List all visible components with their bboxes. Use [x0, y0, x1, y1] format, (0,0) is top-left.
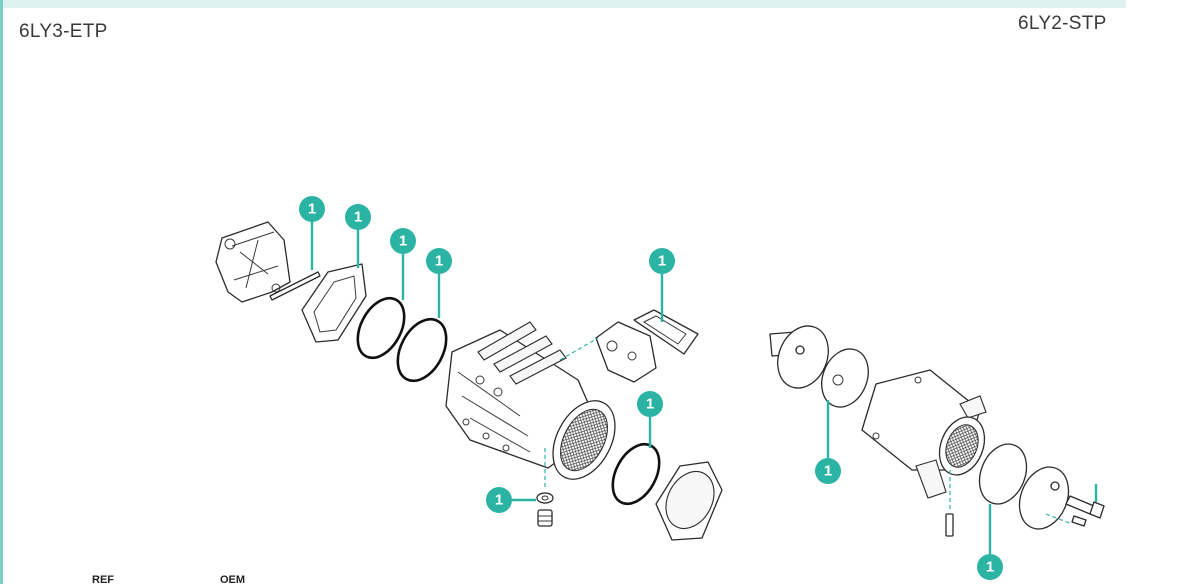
cover-bolt: [1065, 495, 1105, 519]
end-plate-pipe: [769, 325, 829, 389]
tube-stack-end: [552, 400, 616, 480]
end-gasket-disc: [821, 348, 869, 408]
footer-oem-label: OEM: [220, 574, 246, 586]
top-band: [0, 0, 1126, 8]
svg-text:1: 1: [986, 559, 994, 576]
callout-end-gasket-disc[interactable]: 1: [815, 400, 841, 484]
svg-text:1: 1: [646, 396, 654, 413]
svg-text:1: 1: [658, 253, 666, 270]
callout-gasket-strip[interactable]: 1: [299, 196, 325, 270]
end-cover-right: [1018, 466, 1070, 530]
callout-cover-gasket[interactable]: 1: [345, 204, 371, 268]
drain-plug: [537, 509, 553, 527]
svg-text:1: 1: [308, 201, 316, 218]
flange-gasket: [633, 309, 699, 355]
elbow-fitting: [595, 321, 657, 383]
callout-flange-gasket[interactable]: 1: [649, 248, 675, 322]
svg-text:1: 1: [435, 253, 443, 270]
tube-gasket-disc: [978, 443, 1028, 505]
svg-text:1: 1: [495, 492, 503, 509]
callout-tube-gasket-disc[interactable]: 1: [977, 504, 1003, 580]
o-ring-1: [356, 296, 406, 360]
callout-o-ring-2[interactable]: 1: [426, 248, 452, 318]
end-cap-dome: [655, 461, 723, 541]
tube-plate: [938, 416, 986, 476]
svg-text:1: 1: [824, 463, 832, 480]
svg-text:1: 1: [354, 209, 362, 226]
model-label-6ly3-etp: 6LY3-ETP: [19, 21, 108, 42]
footer-ref-label: REF: [92, 574, 114, 586]
callout-drain-washer[interactable]: 1: [486, 487, 536, 513]
drain-washer: [536, 492, 554, 504]
small-screw: [1071, 515, 1087, 527]
callout-o-ring-3[interactable]: 1: [637, 391, 663, 448]
drain-pin: [945, 513, 954, 537]
end-cover-left: [215, 221, 291, 303]
left-border: [0, 0, 3, 584]
cover-gasket-plate: [301, 263, 367, 343]
model-label-6ly2-stp: 6LY2-STP: [1018, 13, 1107, 34]
callout-o-ring-1[interactable]: 1: [390, 228, 416, 300]
o-ring-2: [396, 317, 448, 383]
svg-text:1: 1: [399, 233, 407, 250]
gasket-strip: [269, 271, 321, 301]
